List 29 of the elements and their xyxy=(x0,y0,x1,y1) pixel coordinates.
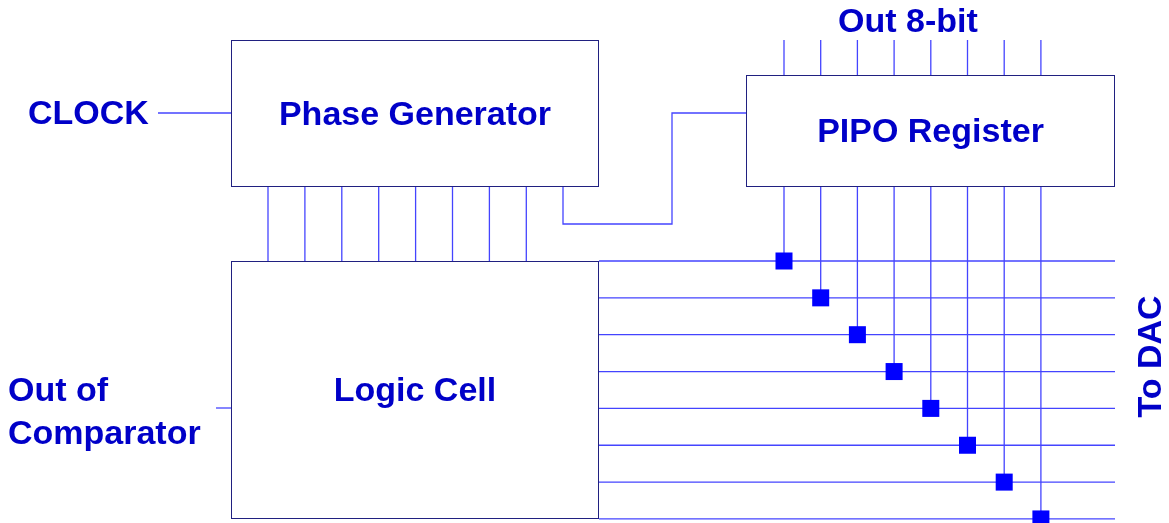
wire xyxy=(304,186,306,262)
signal-label: Out of Comparator xyxy=(8,364,216,458)
wire xyxy=(341,186,343,262)
wire xyxy=(267,186,269,262)
wire xyxy=(598,186,932,410)
wire xyxy=(378,186,380,262)
wire xyxy=(598,186,969,446)
block-box xyxy=(231,40,599,187)
wire xyxy=(598,186,1005,483)
block-label: Logic Cell xyxy=(333,369,497,411)
block-label: Phase Generator xyxy=(278,92,552,134)
wire xyxy=(525,186,527,262)
wire xyxy=(414,186,417,262)
signal-label: Out 8-bit xyxy=(838,0,978,41)
signal-label: CLOCK xyxy=(28,92,158,134)
signal-label: To DAC xyxy=(1128,295,1169,418)
block-label: PIPO Register xyxy=(817,110,1044,152)
wire xyxy=(451,186,454,262)
wire xyxy=(598,186,1042,520)
wire xyxy=(157,112,232,114)
wire xyxy=(488,186,491,262)
wire xyxy=(598,186,859,336)
wire xyxy=(598,186,822,299)
wire xyxy=(598,186,785,262)
wire xyxy=(562,112,747,225)
block-box xyxy=(231,261,599,519)
wire xyxy=(598,186,895,373)
block-box xyxy=(746,75,1115,187)
wire xyxy=(215,407,232,409)
